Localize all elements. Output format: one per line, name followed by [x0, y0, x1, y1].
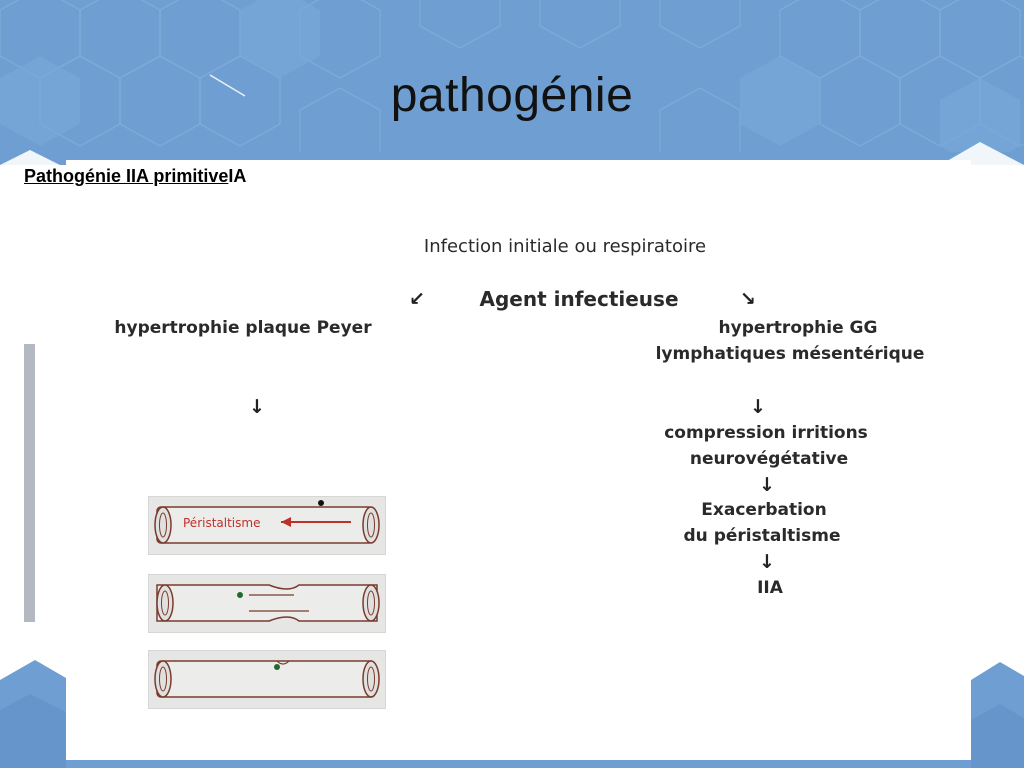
subtitle-underlined: Pathogénie IIA primitive	[24, 166, 229, 186]
right-branch-line2: lymphatiques mésentérique	[655, 344, 925, 364]
slide-subtitle: Pathogénie IIA primitiveIA	[24, 166, 246, 187]
arrow-down-icon: ↓	[759, 551, 775, 573]
bottom-hexagon-decoration	[0, 660, 1024, 768]
diagram-top-text: Infection initiale ou respiratoire	[423, 236, 707, 257]
compression-line2: neurovégétative	[689, 449, 849, 469]
arrow-down-right-icon: ↘	[740, 288, 756, 310]
arrow-down-icon: ↓	[249, 396, 265, 418]
left-accent-bar	[24, 344, 35, 622]
intestine-illustration-start	[148, 650, 386, 709]
exacerbation-line1: Exacerbation	[701, 500, 827, 520]
right-branch-line1: hypertrophie GG	[718, 318, 878, 338]
left-branch-text: hypertrophie plaque Peyer	[114, 318, 372, 338]
agent-text: Agent infectieuse	[479, 287, 679, 311]
subtitle-rest: IA	[228, 166, 247, 186]
intestine-illustration-peristalsis: Péristaltisme	[148, 496, 386, 555]
exacerbation-line2: du péristaltisme	[683, 526, 841, 546]
arrow-down-icon: ↓	[750, 396, 766, 418]
slide-title: pathogénie	[390, 69, 634, 122]
arrow-down-icon: ↓	[759, 474, 775, 496]
peristalsis-label: Péristaltisme	[183, 516, 260, 530]
result-text: IIA	[757, 578, 783, 598]
arrow-down-left-icon: ↙	[409, 288, 425, 310]
compression-line1: compression irritions	[664, 423, 868, 443]
intestine-illustration-invagination	[148, 574, 386, 633]
